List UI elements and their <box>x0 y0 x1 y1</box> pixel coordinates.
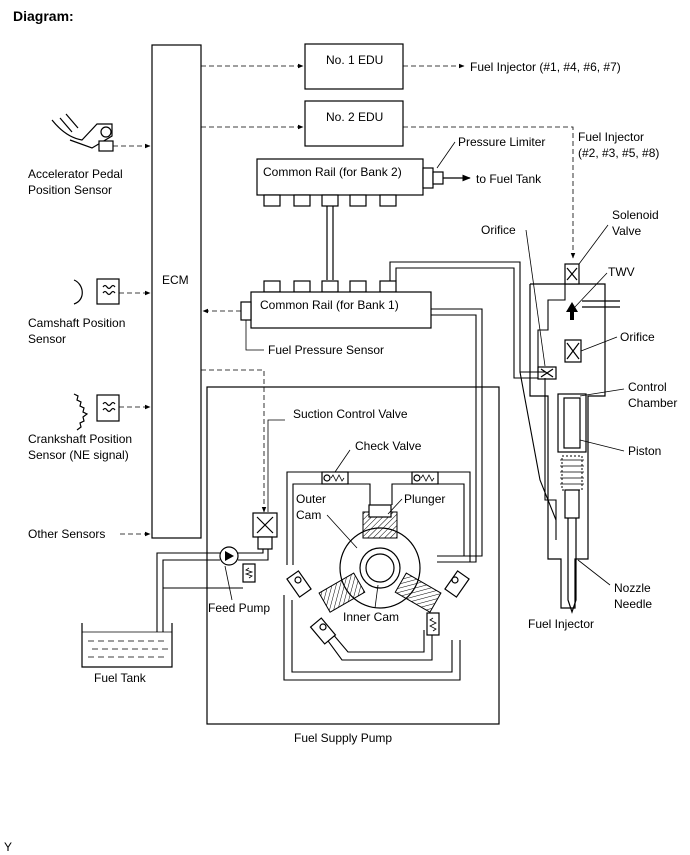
check-valve-leader <box>334 449 351 473</box>
pump-passage-right-outer <box>437 471 471 563</box>
solenoid-leader <box>578 224 609 265</box>
injectors-2-label-line2: (#2, #3, #5, #8) <box>578 146 659 160</box>
pump-lower-loop-outer <box>283 595 461 681</box>
fuel-injector-body <box>519 263 620 614</box>
fuel-pressure-sensor <box>240 301 252 321</box>
pump-valve-lower-right <box>426 612 440 636</box>
solenoid-label-line2: Valve <box>612 224 641 238</box>
check-valve <box>321 471 439 485</box>
piston-leader <box>579 439 625 452</box>
ecm-box <box>151 44 202 539</box>
ecm-label: ECM <box>162 273 189 287</box>
crankshaft-sensor-icon <box>73 393 120 431</box>
fuel-tank-label: Fuel Tank <box>94 671 147 685</box>
pump-valve-lower-left <box>309 617 337 645</box>
edu-1-box <box>304 43 404 90</box>
pump-passage-left-outer <box>286 471 322 565</box>
check-valve-label: Check Valve <box>355 439 422 453</box>
pump-valve-left <box>286 570 312 598</box>
injectors-1-label: Fuel Injector (#1, #4, #6, #7) <box>470 60 621 74</box>
other-sensors-label: Other Sensors <box>28 527 105 541</box>
accel-label-line2: Position Sensor <box>28 183 112 197</box>
solenoid-label-line1: Solenoid <box>612 208 659 222</box>
suction-control-valve-label: Suction Control Valve <box>293 407 408 421</box>
edu-2-label: No. 2 EDU <box>326 110 383 124</box>
crank-label-line2: Sensor (NE signal) <box>28 448 129 462</box>
accel-label-line1: Accelerator Pedal <box>28 167 123 181</box>
pump-valve-right <box>444 570 470 598</box>
cam-label-line1: Camshaft Position <box>28 316 125 330</box>
nozzle-leader <box>577 559 611 586</box>
piston-label: Piston <box>628 444 661 458</box>
pressure-limiter-leader <box>436 141 456 169</box>
outer-cam-label-line1: Outer <box>296 492 326 506</box>
pump-lower-loop-inner <box>291 600 453 673</box>
pump-lower-passage-inner <box>325 625 425 653</box>
bank1-injector-ports <box>263 280 397 293</box>
rail-to-injector-pipe-inner <box>395 267 545 379</box>
fuel-pressure-sensor-label: Fuel Pressure Sensor <box>268 343 384 357</box>
plunger-label: Plunger <box>404 492 445 506</box>
scv-leader <box>267 419 285 512</box>
fuel-pressure-sensor-leader <box>245 320 264 351</box>
pump-to-rail-pipe-b <box>431 308 483 557</box>
cam-label-line2: Sensor <box>28 332 66 346</box>
fuel-injector-label: Fuel Injector <box>528 617 594 631</box>
injectors-2-label-line1: Fuel Injector <box>578 130 644 144</box>
orifice-right-label: Orifice <box>620 330 655 344</box>
feed-pump-label: Feed Pump <box>208 601 270 615</box>
feed-pump <box>219 546 239 566</box>
common-rail-bank1-label: Common Rail (for Bank 1) <box>260 298 399 312</box>
tank-feed-pipe-outer <box>156 552 220 632</box>
plunger-left <box>318 572 366 613</box>
edu2-to-solenoid-line <box>403 126 576 259</box>
ecm-to-scv-line <box>201 369 267 513</box>
fuel-supply-pump-outline <box>206 386 500 725</box>
common-rail-bank2 <box>256 158 424 196</box>
pressure-limiter <box>422 167 434 189</box>
pump-lower-passage-outer <box>319 629 433 661</box>
twv-leader <box>573 272 608 309</box>
fuel-tank <box>81 623 173 668</box>
edu-2-box <box>304 100 404 147</box>
bank2-injector-ports <box>263 194 397 207</box>
tank-feed-pipe-inner <box>162 559 220 632</box>
pump-to-rail-pipe-a <box>431 314 477 563</box>
twv-label: TWV <box>608 265 635 279</box>
control-chamber-label-line1: Control <box>628 380 667 394</box>
accelerator-pedal-icon <box>51 113 114 152</box>
figure-code: Y <box>4 840 12 854</box>
control-chamber-label-line2: Chamber <box>628 396 677 410</box>
rail-to-injector-pipe-outer <box>389 261 545 373</box>
pump-passage-right-inner <box>437 483 465 557</box>
orifice-top-label: Orifice <box>481 223 516 237</box>
plunger-right <box>394 572 442 613</box>
edu-1-label: No. 1 EDU <box>326 53 383 67</box>
outer-cam-label-line2: Cam <box>296 508 321 522</box>
fuel-supply-pump-label: Fuel Supply Pump <box>294 731 392 745</box>
to-fuel-tank-label: to Fuel Tank <box>476 172 542 186</box>
orifice-top-leader <box>525 229 546 367</box>
diagram-title: Diagram: <box>13 8 74 24</box>
control-chamber-leader <box>579 388 625 397</box>
inner-cam <box>359 547 401 589</box>
camshaft-sensor-icon <box>73 278 120 305</box>
pressure-limiter-label: Pressure Limiter <box>458 135 545 149</box>
common-rail-bank2-label: Common Rail (for Bank 2) <box>263 165 402 179</box>
nozzle-label-line1: Nozzle <box>614 581 651 595</box>
orifice-right-leader <box>580 336 618 352</box>
pump-passage-left-inner <box>292 483 322 565</box>
nozzle-label-line2: Needle <box>614 597 652 611</box>
crank-label-line1: Crankshaft Position <box>28 432 132 446</box>
inner-cam-label: Inner Cam <box>343 610 399 624</box>
